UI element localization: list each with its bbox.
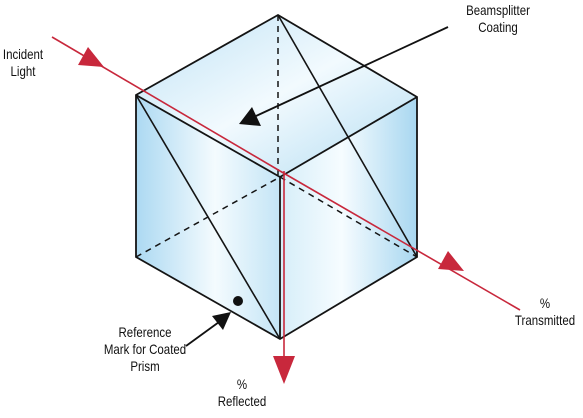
transmitted-arrow-icon: [438, 251, 464, 271]
incident-light-label: Incident Light: [2, 46, 44, 79]
reference-callout-line: [185, 321, 220, 347]
reference-mark-dot: [233, 296, 243, 306]
reflected-label: % Reflected: [217, 376, 267, 409]
coating-diagonals: [135, 14, 418, 340]
coating-callout-arrowhead-icon: [239, 107, 261, 126]
reference-mark-label: Reference Mark for Coated Prism: [103, 324, 187, 374]
incident-arrow-icon: [78, 47, 104, 67]
beamsplitter-coating-label: Beamsplitter Coating: [466, 2, 530, 35]
coating-callout-line: [255, 26, 449, 117]
transmitted-label: % Transmitted: [514, 295, 576, 328]
reflected-arrow-icon: [273, 356, 295, 384]
transmitted-beam: [279, 170, 521, 311]
reference-callout-arrowhead-icon: [212, 312, 231, 330]
